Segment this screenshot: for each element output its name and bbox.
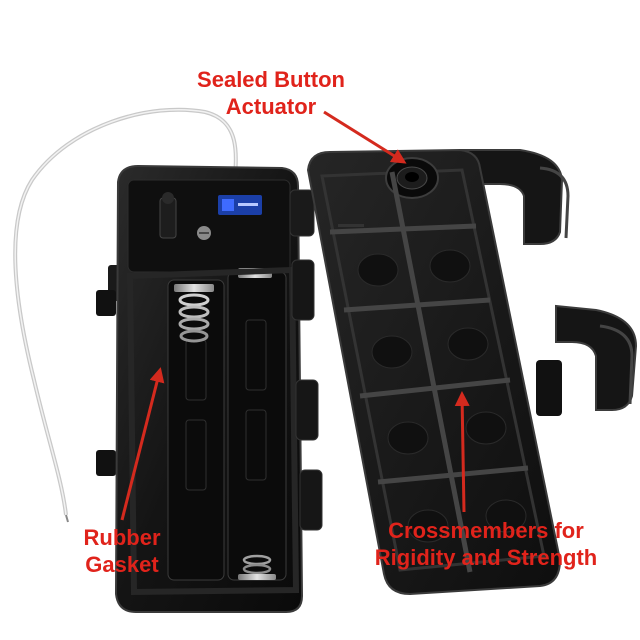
callout-sealed-button-line2: Actuator <box>225 94 317 119</box>
battery-box-base <box>114 164 304 613</box>
sealed-button-boot <box>385 157 439 199</box>
rubber-gasket <box>126 266 300 596</box>
callout-sealed-button-line1: Sealed Button <box>197 67 345 92</box>
arrow-rubber-gasket <box>120 367 165 521</box>
callout-crossmembers-line2: Rigidity and Strength <box>374 545 598 570</box>
battery-box-lid <box>306 148 562 596</box>
callout-crossmembers: Crossmembers for Rigidity and Strength <box>340 517 632 571</box>
latch-clips <box>458 149 638 416</box>
lead-wire <box>13 107 238 523</box>
arrow-sealed-button <box>323 110 407 164</box>
spring-contact-bottom <box>238 554 276 580</box>
callout-sealed-button: Sealed Button Actuator <box>186 66 356 120</box>
hinge <box>289 189 323 531</box>
callout-arrows <box>120 110 470 521</box>
lid-compartments <box>357 249 527 543</box>
lid-molded-text <box>338 224 364 227</box>
callout-rubber-gasket: Rubber Gasket <box>62 524 182 578</box>
arrow-crossmembers <box>454 391 470 513</box>
battery-slots <box>167 271 287 581</box>
crossmember-ribs <box>329 171 529 573</box>
callout-crossmembers-line1: Crossmembers for <box>388 518 584 543</box>
callout-rubber-gasket-line1: Rubber <box>83 525 161 550</box>
spring-contact <box>174 284 214 343</box>
brand-logo-badge <box>218 195 262 215</box>
callout-rubber-gasket-line2: Gasket <box>85 552 159 577</box>
